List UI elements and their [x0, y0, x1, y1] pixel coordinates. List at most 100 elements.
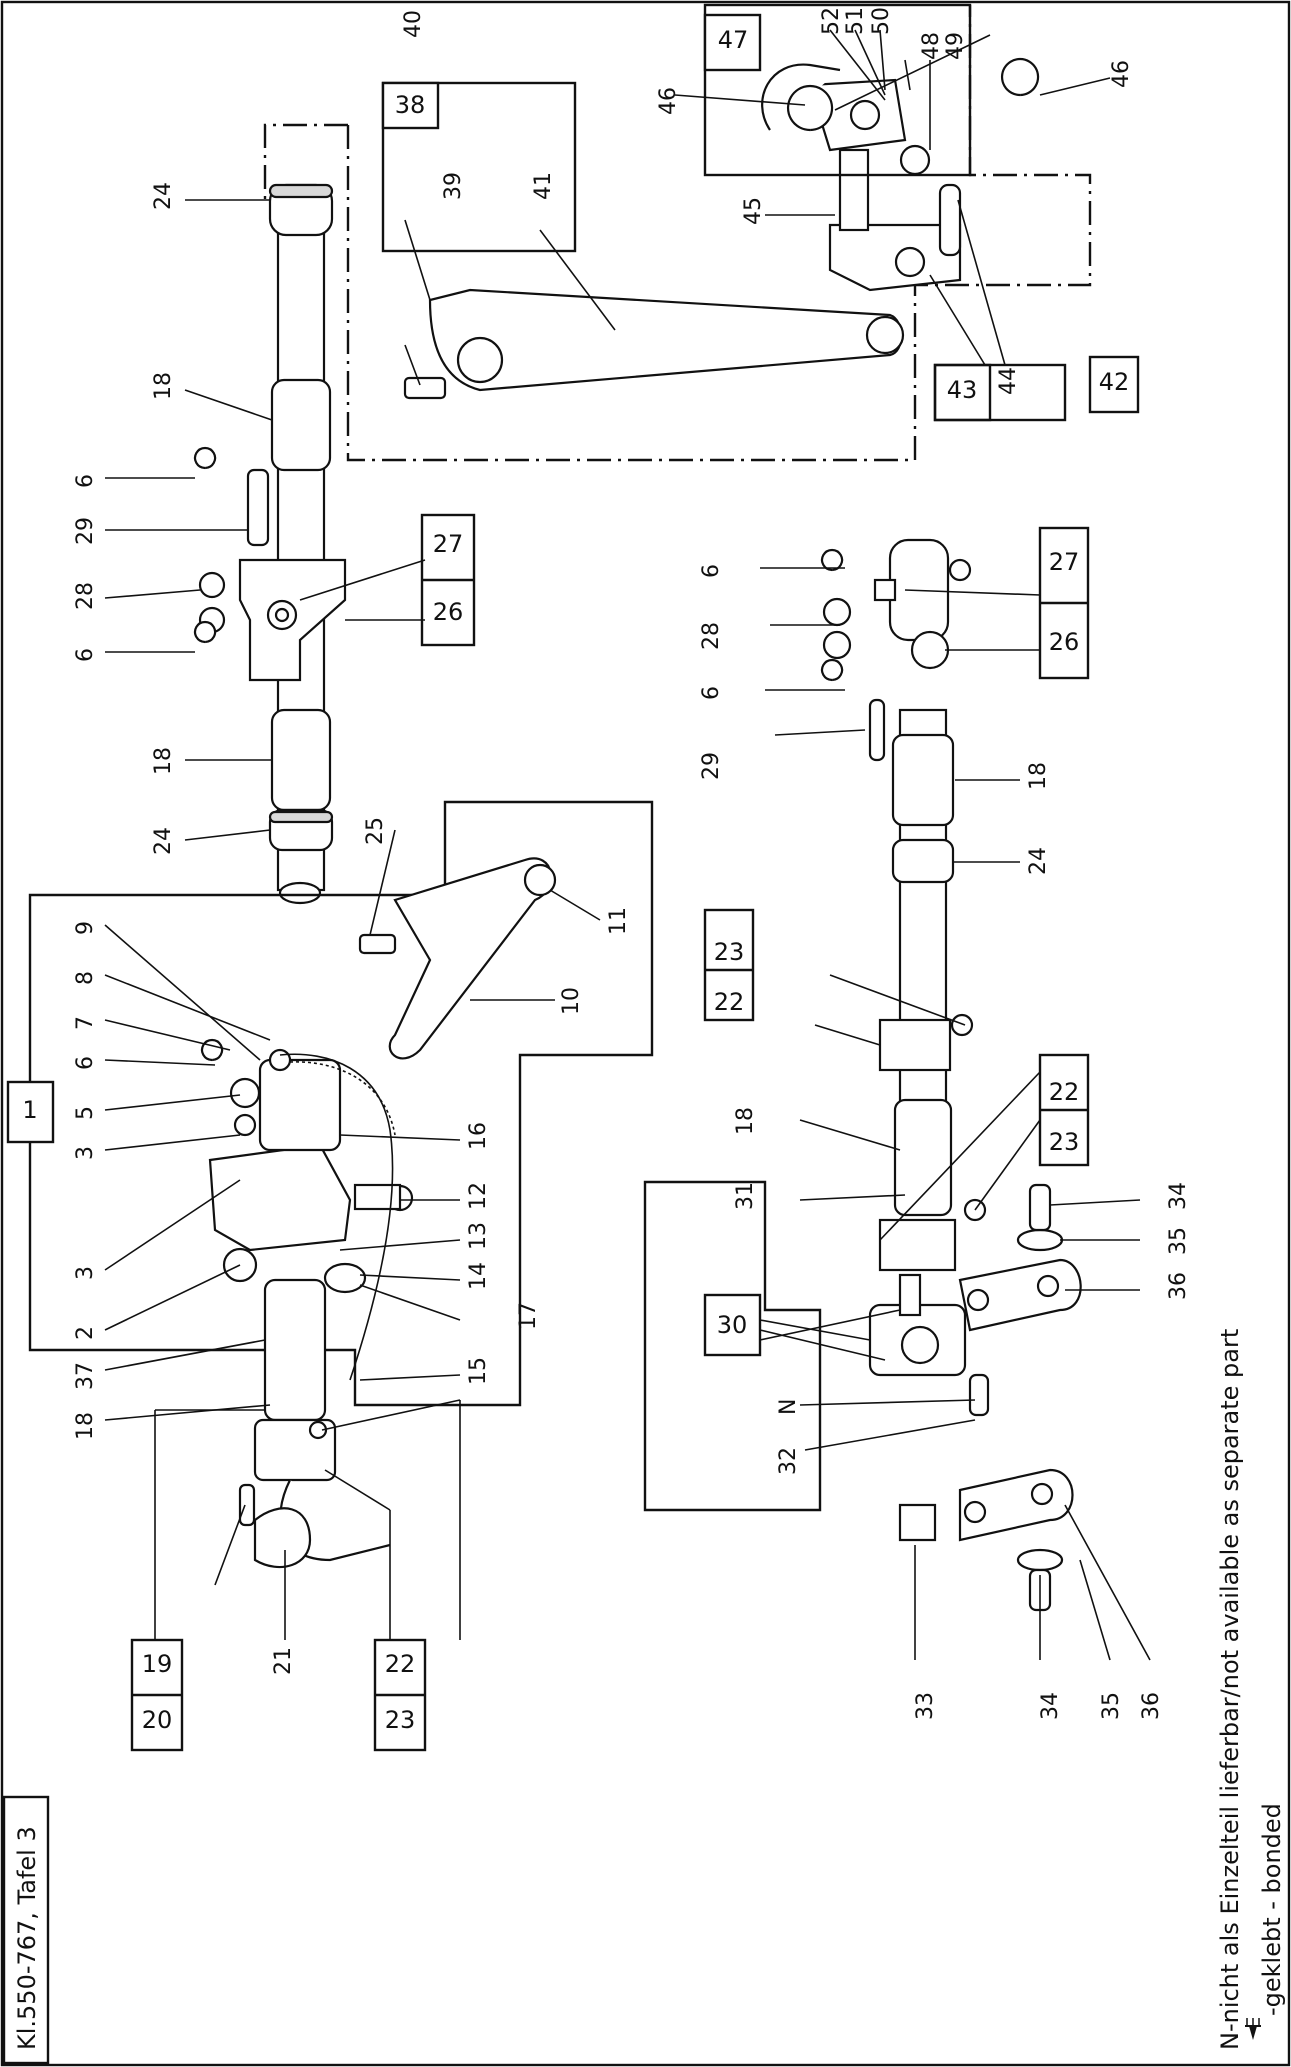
dashline-arm	[346, 5, 1092, 462]
callout-29: 29	[73, 517, 98, 545]
box-42	[1088, 355, 1140, 414]
callout-2: 2	[73, 1326, 98, 1340]
svg-text:23: 23	[1049, 1128, 1080, 1156]
callout-39: 39	[441, 172, 466, 200]
main-assembly-1: 1 19 20 22 23	[6, 513, 654, 1752]
label-42: 42	[1099, 368, 1130, 396]
label-43: 43	[947, 376, 978, 404]
callout-40: 40	[401, 10, 426, 38]
callout-35b: 35	[1099, 1692, 1124, 1720]
screw-34	[1028, 1183, 1052, 1232]
retaining-ring-6a	[193, 446, 217, 470]
callout-37: 37	[73, 1362, 98, 1390]
callout-18: 18	[151, 372, 176, 400]
cap-21	[253, 1507, 312, 1569]
callout-46b: 46	[1109, 60, 1134, 88]
callout-36: 36	[1166, 1272, 1191, 1300]
callout-21: 21	[271, 1647, 296, 1675]
callout-29b: 29	[699, 752, 724, 780]
callout-18b: 18	[151, 747, 176, 775]
svg-text:20: 20	[142, 1706, 173, 1734]
callout-11: 11	[606, 907, 631, 935]
svg-text:26: 26	[433, 598, 464, 626]
callout-18c: 18	[73, 1412, 98, 1440]
callout-3b: 3	[73, 1266, 98, 1280]
callout-6d: 6	[699, 564, 724, 578]
callout-41: 41	[531, 172, 556, 200]
callout-9: 9	[73, 921, 98, 935]
screw-32	[968, 1373, 990, 1417]
upper-shaft-assembly	[193, 183, 347, 905]
box-38	[381, 81, 440, 130]
callout-8: 8	[73, 971, 98, 985]
pin-29	[246, 468, 270, 547]
svg-text:19: 19	[142, 1650, 173, 1678]
callout-5: 5	[73, 1106, 98, 1120]
callout-32: 32	[776, 1447, 801, 1475]
housing-13	[208, 1143, 352, 1252]
retaining-ring-46	[786, 84, 834, 132]
bushing-18-main	[263, 1278, 327, 1422]
callout-15: 15	[466, 1357, 491, 1385]
retaining-ring-6c	[200, 1038, 224, 1062]
clamp-22-b	[878, 1218, 957, 1272]
callout-numbers: 24 18 6 29 28 6 18 24 25 11 10 9 8 7 6 5…	[73, 7, 1191, 1720]
block-42	[828, 223, 962, 292]
retaining-ring-46b	[1000, 57, 1040, 97]
box-1	[6, 1080, 55, 1144]
label-38: 38	[395, 91, 426, 119]
callout-18e: 18	[733, 1107, 758, 1135]
pin-29-lower	[868, 698, 886, 762]
callout-3: 3	[73, 1146, 98, 1160]
callout-7: 7	[73, 1016, 98, 1030]
callout-34b: 34	[1038, 1692, 1063, 1720]
svg-text:26: 26	[1049, 628, 1080, 656]
callout-17: 17	[516, 1302, 541, 1330]
callout-14: 14	[466, 1262, 491, 1290]
callout-31: 31	[733, 1182, 758, 1210]
callout-45: 45	[741, 197, 766, 225]
svg-text:23: 23	[714, 938, 745, 966]
ring-17	[323, 1262, 367, 1294]
callout-44: 44	[996, 367, 1021, 395]
callout-35: 35	[1166, 1227, 1191, 1255]
callout-12: 12	[466, 1182, 491, 1210]
screw-40	[403, 376, 447, 400]
svg-text:27: 27	[1049, 548, 1080, 576]
note-not-available: N-nicht als Einzelteil lieferbar/not ava…	[1216, 1329, 1244, 2050]
callout-13: 13	[466, 1222, 491, 1250]
callout-28: 28	[73, 582, 98, 610]
retaining-ring-6b	[193, 620, 217, 644]
bushing-18-c	[891, 733, 955, 827]
callout-48: 48	[919, 32, 944, 60]
bushing-18-top	[270, 378, 332, 472]
callout-34: 34	[1166, 1182, 1191, 1210]
callout-6e: 6	[699, 686, 724, 700]
bushing-18-d	[893, 1098, 953, 1217]
callout-16: 16	[466, 1122, 491, 1150]
group-1-frame	[28, 800, 654, 1407]
callout-28b: 28	[699, 622, 724, 650]
callout-52: 52	[819, 7, 844, 35]
washer-35	[1016, 1228, 1064, 1252]
group-38-frame	[381, 81, 577, 253]
box-22-23-a-frame	[703, 908, 755, 1022]
callout-24c: 24	[1026, 847, 1051, 875]
lever-39	[428, 288, 903, 392]
lever-10	[388, 857, 553, 1060]
svg-text:22: 22	[1049, 1078, 1080, 1106]
label-1: 1	[22, 1096, 37, 1124]
callout-24b: 24	[151, 827, 176, 855]
svg-text:23: 23	[385, 1706, 416, 1734]
callout-49: 49	[943, 32, 968, 60]
note-bonded: -geklebt - bonded	[1258, 1803, 1286, 2016]
bushing-18-lower	[270, 708, 332, 812]
screw-44	[938, 183, 962, 257]
label-30: 30	[717, 1311, 748, 1339]
group-30-frame	[643, 1180, 822, 1512]
callout-33: 33	[913, 1692, 938, 1720]
clamp-22-a	[878, 1018, 952, 1072]
callout-18d: 18	[1026, 762, 1051, 790]
